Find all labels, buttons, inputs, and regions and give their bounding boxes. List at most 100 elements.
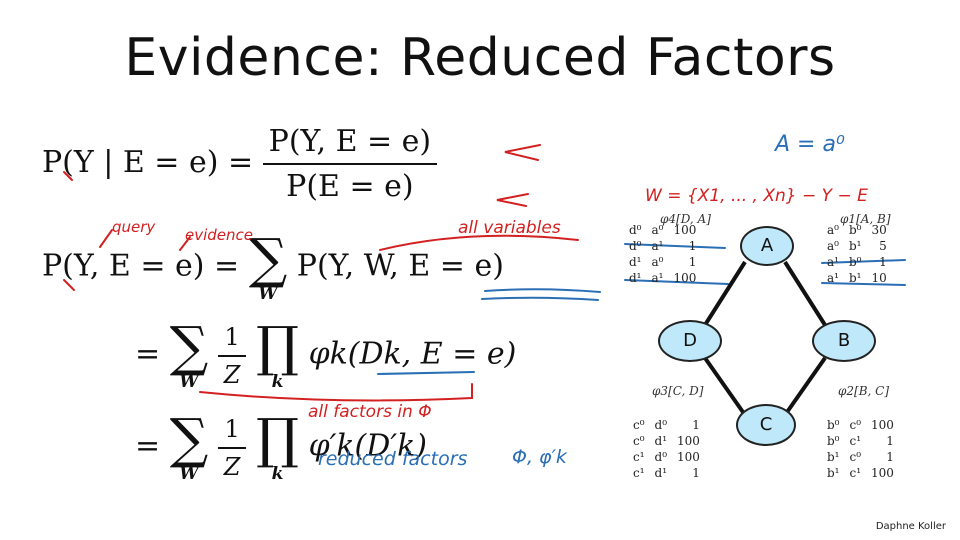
scribble-2 xyxy=(63,279,75,291)
table-cell-value: 10 xyxy=(871,271,887,285)
arrow-numerator-icon xyxy=(504,144,541,161)
annotation-phi-k: Φ, φ′k xyxy=(512,446,567,468)
table-cell-assignment: c¹ xyxy=(633,450,645,464)
eq4-frac-den: Z xyxy=(223,452,241,481)
eq4-sum: ∑ W xyxy=(170,412,209,483)
table-cell-assignment: a¹ xyxy=(827,271,839,285)
table-cell-assignment: d⁰ xyxy=(629,223,642,237)
table-cell-assignment: d¹ xyxy=(629,271,642,285)
edge-a-b xyxy=(783,260,827,327)
eq3-sum: ∑ W xyxy=(170,320,209,391)
table-cell-assignment: b⁰ xyxy=(848,255,862,269)
equation-joint: P(Y, E = e) = ∑ W P(Y, W, E = e) xyxy=(42,232,504,303)
eq2-lhs: P(Y, E = e) = xyxy=(42,248,240,284)
underline-evidence xyxy=(377,371,475,375)
table-cell-assignment: c¹ xyxy=(633,466,645,480)
table-cell-assignment: c⁰ xyxy=(849,450,862,464)
table-cell-assignment: c¹ xyxy=(849,434,862,448)
equation-factor-product: = ∑ W 1 Z ∏ k φk(Dk, E = e) xyxy=(135,320,516,391)
table-cell-value: 1 xyxy=(886,450,894,464)
author-credit: Daphne Koller xyxy=(875,521,946,532)
table-cell-assignment: a⁰ xyxy=(827,223,839,237)
product-symbol: ∏ xyxy=(256,315,300,378)
eq3-term: φk(Dk, E = e) xyxy=(308,336,517,372)
table-cell-value: 100 xyxy=(871,466,894,480)
table-cell-assignment: c⁰ xyxy=(633,418,645,432)
table-cell-assignment: b¹ xyxy=(827,450,840,464)
arrow-query-icon xyxy=(99,229,113,248)
table-cell-value: 1 xyxy=(688,239,697,253)
annotation-all-factors: all factors in Φ xyxy=(308,402,432,422)
graph-node-c: C xyxy=(736,404,796,446)
eq2-sum-subscript: W xyxy=(258,284,278,304)
table-cell-value: 1 xyxy=(688,255,697,269)
table-cell-assignment: b¹ xyxy=(848,239,862,253)
eq3-prod: ∏ k xyxy=(256,320,299,391)
eq1-numerator: P(Y, E = e) xyxy=(262,124,438,165)
annotation-evidence: evidence xyxy=(185,226,254,244)
page-title: Evidence: Reduced Factors xyxy=(124,28,836,88)
eq1-fraction: P(Y, E = e) P(E = e) xyxy=(262,124,438,204)
eq4-prod: ∏ k xyxy=(256,412,299,483)
blue-ink-strokes xyxy=(377,243,906,375)
annotation-all-variables: all variables xyxy=(458,218,561,238)
table-cell-value: 100 xyxy=(871,418,894,432)
brace-all-variables xyxy=(379,234,579,251)
table-row: b¹ c⁰ 1 xyxy=(822,449,899,465)
annotation-reduced-factors: reduced factors xyxy=(318,448,468,470)
sum-symbol: ∑ xyxy=(248,227,288,290)
table-cell-assignment: b¹ xyxy=(848,271,862,285)
graph-edges xyxy=(703,260,827,417)
red-ink-strokes xyxy=(63,144,579,402)
arrow-denominator-icon xyxy=(496,193,529,207)
table-cell-assignment: d⁰ xyxy=(629,239,642,253)
table-cell-value: 1 xyxy=(879,255,887,269)
table-cell-assignment: a⁰ xyxy=(651,255,664,269)
equation-reduced-product: = ∑ W 1 Z ∏ k φ′k(D′k) xyxy=(135,412,427,483)
eq4-term: φ′k(D′k) xyxy=(308,428,428,464)
brace-all-factors xyxy=(199,383,473,402)
graph-node-b: B xyxy=(812,320,876,362)
annotation-query: query xyxy=(112,218,156,236)
strike-t1-row4 xyxy=(821,282,906,286)
table-cell-assignment: a¹ xyxy=(827,255,839,269)
table-phi4-title: φ4[D, A] xyxy=(660,212,711,226)
eq3-frac-num: 1 xyxy=(217,323,247,357)
table-cell-assignment: a⁰ xyxy=(827,239,839,253)
sum-symbol: ∑ xyxy=(169,315,209,378)
table-row: a¹ b¹ 10 xyxy=(822,270,892,286)
table-cell-assignment: d¹ xyxy=(629,255,642,269)
table-row: d¹ a¹ 100 xyxy=(624,270,701,286)
table-cell-value: 100 xyxy=(673,271,697,285)
eq1-lhs: P(Y | E = e) = xyxy=(42,145,254,180)
eq4-fraction: 1 Z xyxy=(217,415,247,481)
table-cell-value: 100 xyxy=(677,434,700,448)
table-cell-assignment: a¹ xyxy=(651,271,664,285)
table-phi3-title: φ3[C, D] xyxy=(652,384,704,398)
arrow-evidence-icon xyxy=(179,236,191,251)
eq3-fraction: 1 Z xyxy=(217,323,247,389)
eq3-sum-subscript: W xyxy=(179,372,199,392)
table-cell-assignment: d¹ xyxy=(654,466,668,480)
eq2-term: P(Y, W, E = e) xyxy=(296,248,504,284)
table-cell-assignment: c⁰ xyxy=(633,434,645,448)
underline-2 xyxy=(481,296,599,301)
eq1-denominator: P(E = e) xyxy=(286,169,414,204)
eq4-prod-subscript: k xyxy=(271,464,284,484)
table-cell-assignment: d⁰ xyxy=(654,418,668,432)
table-cell-value: 30 xyxy=(871,223,887,237)
eq3-equals: = xyxy=(135,336,161,372)
product-symbol: ∏ xyxy=(256,407,300,470)
